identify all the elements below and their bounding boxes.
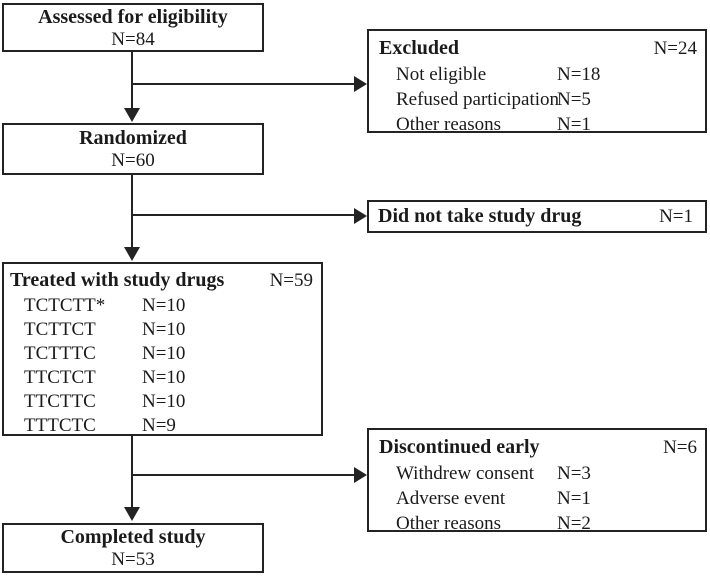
excluded-n: N=24 xyxy=(653,38,697,59)
excluded-header: Excluded N=24 xyxy=(379,35,697,62)
discontinued-title: Discontinued early xyxy=(379,436,540,458)
treated-with-study-drugs-box: Treated with study drugs N=59 TCTCTT* N=… xyxy=(2,262,323,436)
connector-assessed-randomized-line xyxy=(131,52,133,109)
excluded-item-label: Other reasons xyxy=(396,114,501,135)
sequence-n: N=10 xyxy=(142,367,186,388)
arrowhead-right-discontinued-icon xyxy=(354,467,367,483)
discontinued-item: Other reasons N=2 xyxy=(379,511,697,536)
treated-title: Treated with study drugs xyxy=(10,269,225,291)
excluded-box: Excluded N=24 Not eligible N=18 Refused … xyxy=(367,29,707,135)
connector-excluded-line xyxy=(132,83,354,85)
discontinued-item-n: N=2 xyxy=(557,513,591,534)
connector-discontinued-line xyxy=(132,474,354,476)
sequence-n: N=10 xyxy=(142,319,186,340)
discontinued-item-label: Other reasons xyxy=(396,513,501,534)
arrowhead-down-treated-icon xyxy=(124,247,140,261)
excluded-item: Not eligible N=18 xyxy=(379,62,697,87)
arrowhead-down-completed-icon xyxy=(124,507,140,521)
randomized-title: Randomized xyxy=(79,127,187,149)
excluded-title: Excluded xyxy=(379,37,460,59)
completed-study-box: Completed study N=53 xyxy=(2,523,264,573)
did-not-take-study-drug-box: Did not take study drug N=1 xyxy=(367,200,707,233)
excluded-item: Other reasons N=1 xyxy=(379,112,697,137)
treatment-sequence-item: TCTTTC N=10 xyxy=(10,342,313,366)
assessed-for-eligibility-box: Assessed for eligibility N=84 xyxy=(2,3,264,52)
discontinued-item: Adverse event N=1 xyxy=(379,486,697,511)
arrowhead-right-excluded-icon xyxy=(354,76,367,92)
excluded-item-label: Not eligible xyxy=(396,64,487,85)
connector-treated-completed-line xyxy=(131,435,133,508)
did-not-take-title: Did not take study drug xyxy=(378,205,582,227)
excluded-item-n: N=5 xyxy=(557,89,591,110)
treated-n: N=59 xyxy=(269,270,313,291)
sequence-label: TCTTCT xyxy=(24,319,96,340)
excluded-item-label: Refused participation xyxy=(396,89,560,110)
randomized-box: Randomized N=60 xyxy=(2,123,264,175)
discontinued-header: Discontinued early N=6 xyxy=(379,434,697,461)
randomized-n: N=60 xyxy=(111,150,155,171)
treatment-sequence-item: TTCTTC N=10 xyxy=(10,390,313,414)
treated-header: Treated with study drugs N=59 xyxy=(10,267,313,294)
connector-did-not-take-line xyxy=(132,214,354,216)
arrowhead-down-randomized-icon xyxy=(124,108,140,122)
excluded-item-n: N=18 xyxy=(557,64,601,85)
sequence-label: TTTCTC xyxy=(24,415,96,436)
sequence-n: N=10 xyxy=(142,391,186,412)
assessed-n: N=84 xyxy=(111,28,155,50)
assessed-title: Assessed for eligibility xyxy=(38,5,228,28)
discontinued-n: N=6 xyxy=(663,437,697,458)
arrowhead-right-did-not-take-icon xyxy=(354,208,367,224)
sequence-label: TTCTTC xyxy=(24,391,96,412)
sequence-n: N=10 xyxy=(142,295,186,316)
discontinued-item: Withdrew consent N=3 xyxy=(379,461,697,486)
excluded-item: Refused participation N=5 xyxy=(379,87,697,112)
treatment-sequence-item: TTTCTC N=9 xyxy=(10,414,313,438)
discontinued-early-box: Discontinued early N=6 Withdrew consent … xyxy=(367,428,707,534)
discontinued-item-label: Adverse event xyxy=(396,488,506,509)
sequence-label: TTCTCT xyxy=(24,367,96,388)
treatment-sequence-item: TCTTCT N=10 xyxy=(10,318,313,342)
completed-n: N=53 xyxy=(111,549,155,570)
treatment-sequence-item: TCTCTT* N=10 xyxy=(10,294,313,318)
did-not-take-n: N=1 xyxy=(659,205,693,227)
sequence-label: TCTCTT* xyxy=(24,295,106,316)
discontinued-item-n: N=1 xyxy=(557,488,591,509)
connector-randomized-treated-line xyxy=(131,174,133,248)
discontinued-item-label: Withdrew consent xyxy=(396,463,535,484)
sequence-n: N=9 xyxy=(142,415,176,436)
treatment-sequence-item: TTCTCT N=10 xyxy=(10,366,313,390)
sequence-n: N=10 xyxy=(142,343,186,364)
discontinued-item-n: N=3 xyxy=(557,463,591,484)
sequence-label: TCTTTC xyxy=(24,343,96,364)
excluded-item-n: N=1 xyxy=(557,114,591,135)
completed-title: Completed study xyxy=(60,526,206,548)
